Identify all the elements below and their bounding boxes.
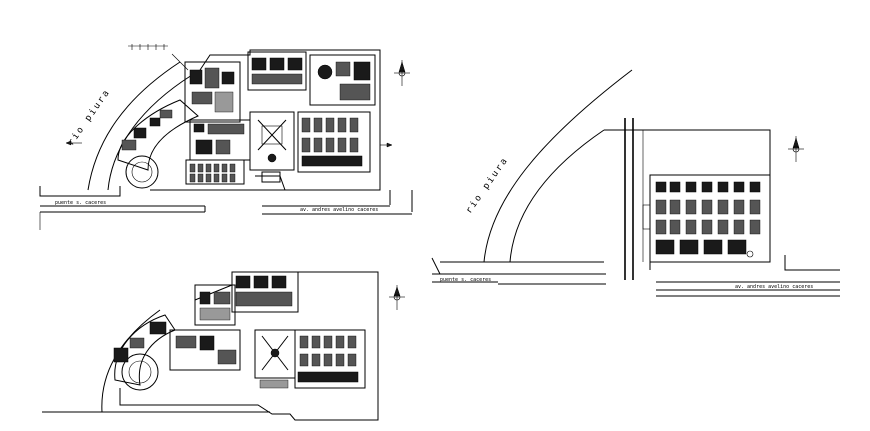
site-plan-top-left: rio piura xyxy=(39,44,413,230)
pier-ticks xyxy=(128,44,189,71)
river-bank-inner xyxy=(509,129,605,263)
north-arrow-icon xyxy=(389,285,405,310)
river-bank-outer xyxy=(483,69,633,263)
river-bank-outer xyxy=(87,61,181,191)
floor-plan-bottom-left xyxy=(42,271,405,421)
north-arrow-icon xyxy=(394,60,410,86)
north-arrow-icon xyxy=(788,136,804,162)
street-label: av. andres avelino caceres xyxy=(300,207,378,213)
site-boundary xyxy=(39,49,381,197)
road-curve xyxy=(431,257,441,275)
section-arrow-icon xyxy=(380,142,393,148)
river-label: rio piura xyxy=(464,155,510,215)
road-bend xyxy=(784,255,840,271)
river-bank-inner xyxy=(107,74,193,191)
bridge-label: puente s. caceres xyxy=(55,200,106,206)
street-label: av. andres avelino caceres xyxy=(735,284,813,290)
section-arrow-icon xyxy=(65,140,82,146)
street-line-top xyxy=(389,190,413,212)
building-mass xyxy=(117,51,376,191)
site-plan-right: rio piura xyxy=(431,69,840,297)
bridge-label: puente s. caceres xyxy=(440,277,491,283)
